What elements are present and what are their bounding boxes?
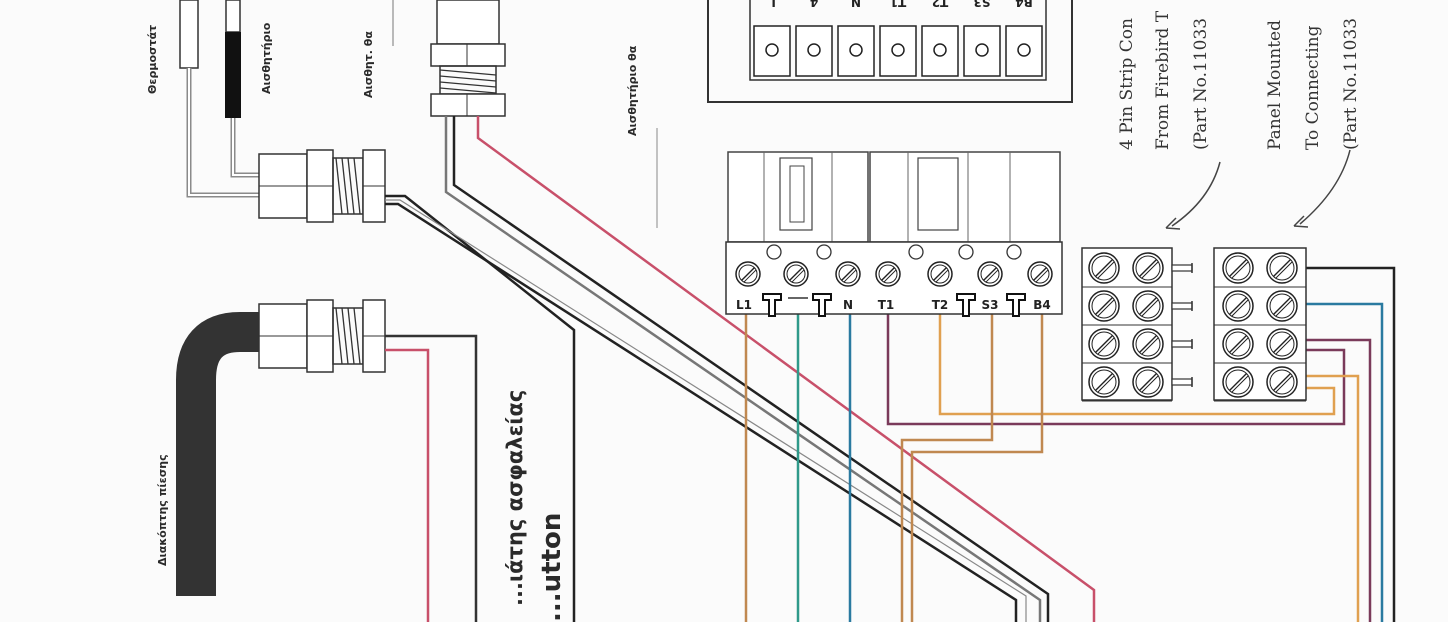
block-terminal-label: L1 — [736, 298, 752, 312]
sensor-probes — [179, 0, 394, 118]
pressure-switch-label: Διακόπτης πίεσης — [156, 454, 169, 566]
block-screw — [1027, 261, 1053, 287]
pin-screw — [1088, 328, 1120, 360]
top-terminal-label: 4 — [810, 0, 818, 9]
top-terminal-cell — [795, 25, 833, 77]
pin — [1171, 264, 1193, 272]
pin-screw — [1222, 290, 1254, 322]
top-terminal-hole — [1017, 43, 1031, 57]
top-terminal-label: T1 — [890, 0, 907, 9]
sensor-label-3: Αισθητήριο θα — [626, 45, 639, 136]
block-terminal-label: T1 — [878, 298, 895, 312]
top-terminal-hole — [933, 43, 947, 57]
terminal-lug — [956, 293, 976, 317]
strip-note-line1: 4 Pin Strip Con — [1117, 18, 1137, 150]
block-terminal-label: S3 — [982, 298, 999, 312]
pin — [1171, 378, 1193, 386]
pin-screw — [1266, 366, 1298, 398]
strip-note-line2: From Firebird T — [1153, 10, 1173, 150]
pin-screw — [1088, 290, 1120, 322]
sensor-label-2: Αισθητ. θα — [362, 31, 375, 98]
terminal-lug — [1006, 293, 1026, 317]
top-terminal-hole — [975, 43, 989, 57]
pin-screw — [1266, 328, 1298, 360]
block-screw — [835, 261, 861, 287]
top-terminal-hole — [891, 43, 905, 57]
top-terminal-label: B4 — [1015, 0, 1033, 9]
pin-screw — [1088, 366, 1120, 398]
top-terminal-label: N — [851, 0, 861, 9]
safety-switch-label: ...ιάτης ασφαλείας — [503, 390, 527, 606]
upper-gland — [258, 149, 386, 223]
top-terminal-hole — [807, 43, 821, 57]
block-screw — [783, 261, 809, 287]
pin-screw — [1132, 328, 1164, 360]
pin-screw — [1132, 290, 1164, 322]
top-terminal-strip: L 4 N T1 T2 S3 B4 — [707, 0, 1073, 103]
pin — [1171, 340, 1193, 348]
sensor-label-1: Αισθητήριο — [260, 22, 273, 94]
pin-screw — [1222, 328, 1254, 360]
pin-screw — [1266, 252, 1298, 284]
panel-note-line2: To Connecting — [1303, 25, 1323, 150]
pin-screw — [1088, 252, 1120, 284]
pressure-hose — [176, 312, 265, 596]
block-terminal-label: N — [843, 298, 853, 312]
pin-screw — [1132, 366, 1164, 398]
pin-screw — [1132, 252, 1164, 284]
top-gland — [430, 0, 506, 117]
pin — [1171, 302, 1193, 310]
block-terminal-label: T2 — [932, 298, 949, 312]
block-screw — [875, 261, 901, 287]
arrows — [1165, 149, 1351, 230]
strip-note-line3: (Part No.11033 — [1191, 18, 1211, 150]
thermostat-label: Θερμοστάτ — [146, 25, 159, 94]
pin-strip-right — [1213, 247, 1307, 402]
pin-screw — [1222, 366, 1254, 398]
wires — [385, 116, 1396, 622]
lower-gland — [258, 299, 386, 373]
block-terminal-label: B4 — [1033, 298, 1051, 312]
panel-note-line3: (Part No.11033 — [1341, 18, 1361, 150]
top-terminal-hole — [849, 43, 863, 57]
pin-strip-left — [1081, 247, 1193, 402]
pin-screw — [1266, 290, 1298, 322]
block-screw — [977, 261, 1003, 287]
terminal-lug — [762, 293, 782, 317]
block-screw — [735, 261, 761, 287]
probe-wires — [186, 68, 265, 198]
block-screw — [927, 261, 953, 287]
top-terminal-label: S3 — [974, 0, 991, 9]
terminal-block: L1 N T1 T2 S3 B4 — [725, 151, 1063, 317]
top-terminal-label: L — [768, 0, 776, 9]
button-label: ...utton — [537, 513, 567, 622]
pin-screw — [1222, 252, 1254, 284]
top-terminal-label: T2 — [932, 0, 949, 9]
terminal-lug — [812, 293, 832, 317]
panel-note-line1: Panel Mounted — [1265, 20, 1285, 150]
top-terminal-hole — [765, 43, 779, 57]
